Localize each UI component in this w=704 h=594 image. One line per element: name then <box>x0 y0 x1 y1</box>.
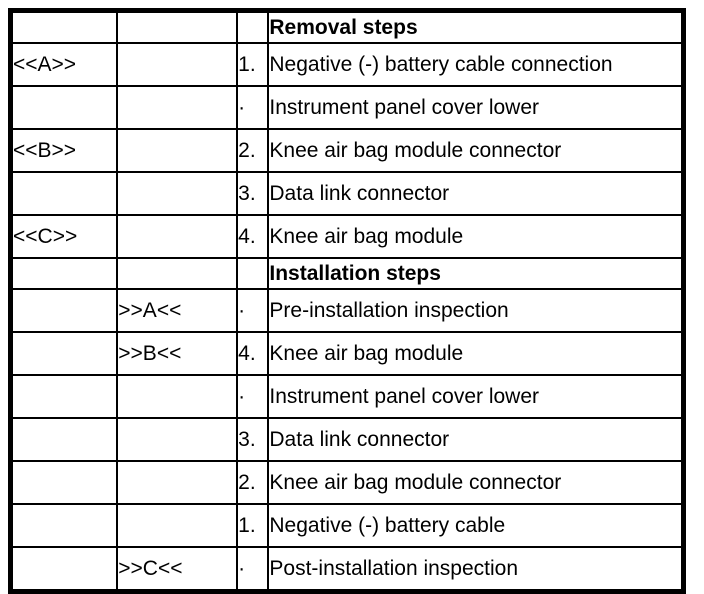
section-header-row: Installation steps <box>9 257 685 290</box>
step-number-cell: · <box>236 85 270 130</box>
step-row: <<A>> 1.Negative (-) battery cable connec… <box>9 42 685 87</box>
installation-marker-cell: >>B<< <box>116 331 239 376</box>
step-number-cell: 1. <box>236 42 270 87</box>
step-number-cell: 3. <box>236 417 270 462</box>
removal-marker-cell <box>9 460 119 505</box>
installation-marker-cell <box>116 42 239 87</box>
step-description-cell: Installation steps <box>267 257 685 290</box>
step-row: 2.Knee air bag module connector <box>9 460 685 505</box>
step-number-cell: 2. <box>236 460 270 505</box>
installation-marker-cell: >>A<< <box>116 288 239 333</box>
step-row: <<C>> 4.Knee air bag module <box>9 214 685 259</box>
step-row: <<B>> 2.Knee air bag module connector <box>9 128 685 173</box>
step-description-cell: Data link connector <box>267 171 685 216</box>
removal-marker-cell <box>9 288 119 333</box>
installation-marker-cell <box>116 460 239 505</box>
step-description-cell: Knee air bag module connector <box>267 128 685 173</box>
installation-marker-cell <box>116 214 239 259</box>
step-row: >>C<<·Post-installation inspection <box>9 546 685 593</box>
installation-marker-cell <box>116 128 239 173</box>
step-description-cell: Data link connector <box>267 417 685 462</box>
removal-marker-cell: <<B>> <box>9 128 119 173</box>
removal-marker-cell <box>9 171 119 216</box>
step-row: 1.Negative (-) battery cable <box>9 503 685 548</box>
removal-marker-cell <box>9 257 119 290</box>
step-row: ·Instrument panel cover lower <box>9 85 685 130</box>
installation-marker-cell <box>116 257 239 290</box>
knee-airbag-procedure-table: Removal steps<<A>>1.Negative (-) battery… <box>8 8 686 594</box>
step-number-cell: 2. <box>236 128 270 173</box>
installation-marker-cell <box>116 171 239 216</box>
step-row: >>B<<4.Knee air bag module <box>9 331 685 376</box>
installation-marker-cell <box>116 85 239 130</box>
procedure-table-body: Removal steps<<A>>1.Negative (-) battery… <box>9 9 685 593</box>
installation-marker-cell <box>116 374 239 419</box>
step-description-cell: Knee air bag module <box>267 214 685 259</box>
removal-marker-cell: <<C>> <box>9 214 119 259</box>
installation-marker-cell <box>116 503 239 548</box>
step-description-cell: Negative (-) battery cable connection <box>267 42 685 87</box>
removal-marker-cell <box>9 9 119 44</box>
step-number-cell: · <box>236 288 270 333</box>
removal-marker-cell: <<A>> <box>9 42 119 87</box>
section-header-row: Removal steps <box>9 9 685 44</box>
step-description-cell: Instrument panel cover lower <box>267 374 685 419</box>
step-number-cell: 3. <box>236 171 270 216</box>
step-description-cell: Post-installation inspection <box>267 546 685 593</box>
installation-marker-cell: >>C<< <box>116 546 239 593</box>
step-number-cell: 4. <box>236 331 270 376</box>
step-description-cell: Knee air bag module connector <box>267 460 685 505</box>
step-number-cell: 1. <box>236 503 270 548</box>
step-number-cell <box>236 257 270 290</box>
step-row: ·Instrument panel cover lower <box>9 374 685 419</box>
installation-marker-cell <box>116 417 239 462</box>
step-row: 3.Data link connector <box>9 171 685 216</box>
installation-marker-cell <box>116 9 239 44</box>
step-number-cell: 4. <box>236 214 270 259</box>
step-description-cell: Pre-installation inspection <box>267 288 685 333</box>
removal-marker-cell <box>9 546 119 593</box>
removal-marker-cell <box>9 374 119 419</box>
removal-marker-cell <box>9 503 119 548</box>
step-description-cell: Instrument panel cover lower <box>267 85 685 130</box>
step-row: 3.Data link connector <box>9 417 685 462</box>
step-number-cell: · <box>236 546 270 593</box>
step-number-cell: · <box>236 374 270 419</box>
step-description-cell: Removal steps <box>267 9 685 44</box>
removal-marker-cell <box>9 331 119 376</box>
step-number-cell <box>236 9 270 44</box>
removal-marker-cell <box>9 85 119 130</box>
step-description-cell: Knee air bag module <box>267 331 685 376</box>
step-row: >>A<<·Pre-installation inspection <box>9 288 685 333</box>
step-description-cell: Negative (-) battery cable <box>267 503 685 548</box>
removal-marker-cell <box>9 417 119 462</box>
